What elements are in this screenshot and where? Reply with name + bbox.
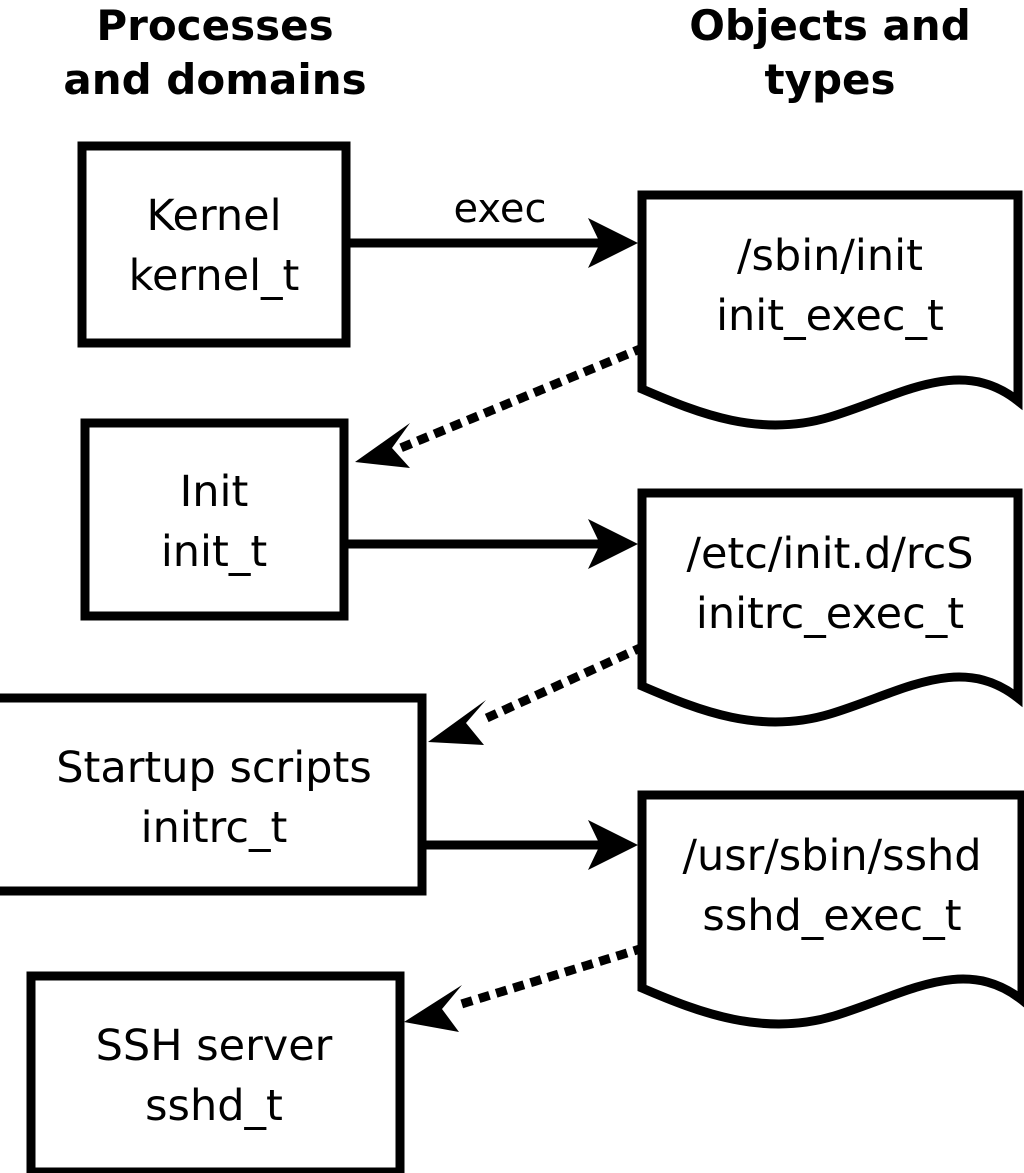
object-node-init-exec[interactable]: /sbin/init init_exec_t xyxy=(637,190,1023,430)
column-title-objects-line2: types xyxy=(764,55,895,104)
process-node-sshd-line1: SSH server xyxy=(96,1021,333,1071)
column-title-objects-line1: Objects and xyxy=(689,1,971,50)
edge-sshdexec-transition-arrowhead xyxy=(404,985,462,1032)
edge-label-exec: exec xyxy=(454,186,547,232)
process-node-initrc-line1: Startup scripts xyxy=(56,743,372,793)
process-node-initrc-box[interactable] xyxy=(0,693,427,896)
process-node-init[interactable]: Init init_t xyxy=(80,418,349,621)
process-node-kernel[interactable]: Kernel kernel_t xyxy=(77,141,351,348)
object-node-initrc-exec-line1: /etc/init.d/rcS xyxy=(686,529,973,579)
edge-initrcexec-transition xyxy=(428,642,646,745)
process-node-kernel-line1: Kernel xyxy=(146,191,281,241)
process-node-kernel-line2: kernel_t xyxy=(129,251,300,301)
edge-sshdexec-transition xyxy=(404,943,646,1032)
process-node-kernel-box[interactable] xyxy=(77,141,351,348)
process-node-sshd-line2: sshd_t xyxy=(145,1081,283,1131)
object-node-sshd-exec[interactable]: /usr/sbin/sshd sshd_exec_t xyxy=(637,790,1024,1029)
edge-kernel-exec-init-arrowhead xyxy=(588,218,638,268)
object-node-init-exec-line1: /sbin/init xyxy=(737,231,923,281)
process-node-sshd[interactable]: SSH server sshd_t xyxy=(26,971,405,1173)
edge-initexec-transition-arrowhead xyxy=(355,423,410,468)
edge-init-exec-initrc xyxy=(348,519,638,569)
object-node-init-exec-line2: init_exec_t xyxy=(716,291,944,341)
object-node-sshd-exec-line1: /usr/sbin/sshd xyxy=(682,831,981,881)
edge-initrc-exec-sshd xyxy=(426,820,638,870)
process-node-init-line1: Init xyxy=(180,467,249,517)
edge-kernel-exec-init: exec xyxy=(350,186,638,268)
process-node-initrc[interactable]: Startup scripts initrc_t xyxy=(0,693,427,896)
edge-init-exec-initrc-arrowhead xyxy=(588,519,638,569)
object-node-initrc-exec-line2: initrc_exec_t xyxy=(696,589,964,639)
column-title-objects: Objects and types xyxy=(689,1,971,104)
process-node-initrc-line2: initrc_t xyxy=(141,803,288,853)
process-node-init-line2: init_t xyxy=(161,527,267,577)
process-node-sshd-box[interactable] xyxy=(26,971,405,1173)
edge-initexec-transition-line xyxy=(397,343,646,453)
edge-initrc-exec-sshd-arrowhead xyxy=(588,820,638,870)
object-node-init-exec-doc[interactable] xyxy=(637,190,1023,430)
column-title-processes: Processes and domains xyxy=(63,1,366,104)
object-node-sshd-exec-doc[interactable] xyxy=(637,790,1024,1029)
object-node-sshd-exec-line2: sshd_exec_t xyxy=(702,891,961,941)
column-title-processes-line1: Processes xyxy=(96,1,333,50)
column-title-processes-line2: and domains xyxy=(63,55,366,104)
edge-sshdexec-transition-line xyxy=(449,943,646,1012)
edge-initrcexec-transition-line xyxy=(472,642,646,728)
edge-initexec-transition xyxy=(355,343,646,468)
object-node-initrc-exec[interactable]: /etc/init.d/rcS initrc_exec_t xyxy=(637,488,1023,727)
object-node-initrc-exec-doc[interactable] xyxy=(637,488,1023,727)
process-node-init-box[interactable] xyxy=(80,418,349,621)
edge-initrcexec-transition-arrowhead xyxy=(428,700,486,745)
